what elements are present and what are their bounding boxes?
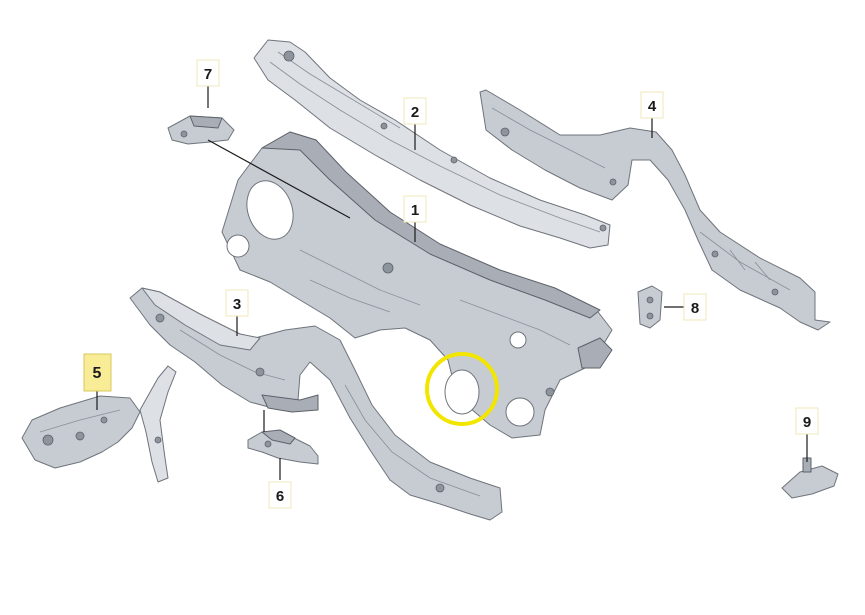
callout-9[interactable]: 9 [795,407,819,435]
callout-6-number: 6 [276,488,284,505]
callout-1-number: 1 [411,202,419,219]
callout-7-number: 7 [204,66,212,83]
callout-8[interactable]: 8 [683,293,707,321]
part-9-stud-bracket [781,457,839,499]
callout-7[interactable]: 7 [196,59,220,87]
callout-4-number: 4 [648,98,657,115]
part-5-bracket-assembly [21,365,177,483]
callout-6[interactable]: 6 [268,481,292,509]
callout-2[interactable]: 2 [403,97,427,125]
callout-3[interactable]: 3 [225,289,249,317]
part-2-cowl-cover [253,39,611,249]
part-4-side-member [479,89,831,331]
part-8-latch [637,285,663,329]
callout-3-number: 3 [233,296,241,313]
callout-9-number: 9 [803,414,811,431]
callout-4[interactable]: 4 [640,91,664,119]
callout-1[interactable]: 1 [403,195,427,223]
part-3-longitudinal-member [129,287,503,521]
part-6-bracket [247,429,319,465]
callout-8-number: 8 [691,300,699,317]
callout-2-number: 2 [411,104,419,121]
part-7-mount [167,115,235,145]
callout-5[interactable]: 5 [83,353,112,392]
part-1-bulkhead [221,131,613,439]
leader-lines [96,86,808,480]
callout-5-number: 5 [93,365,102,382]
highlight-circle [425,352,499,426]
leader-7b [207,139,351,219]
